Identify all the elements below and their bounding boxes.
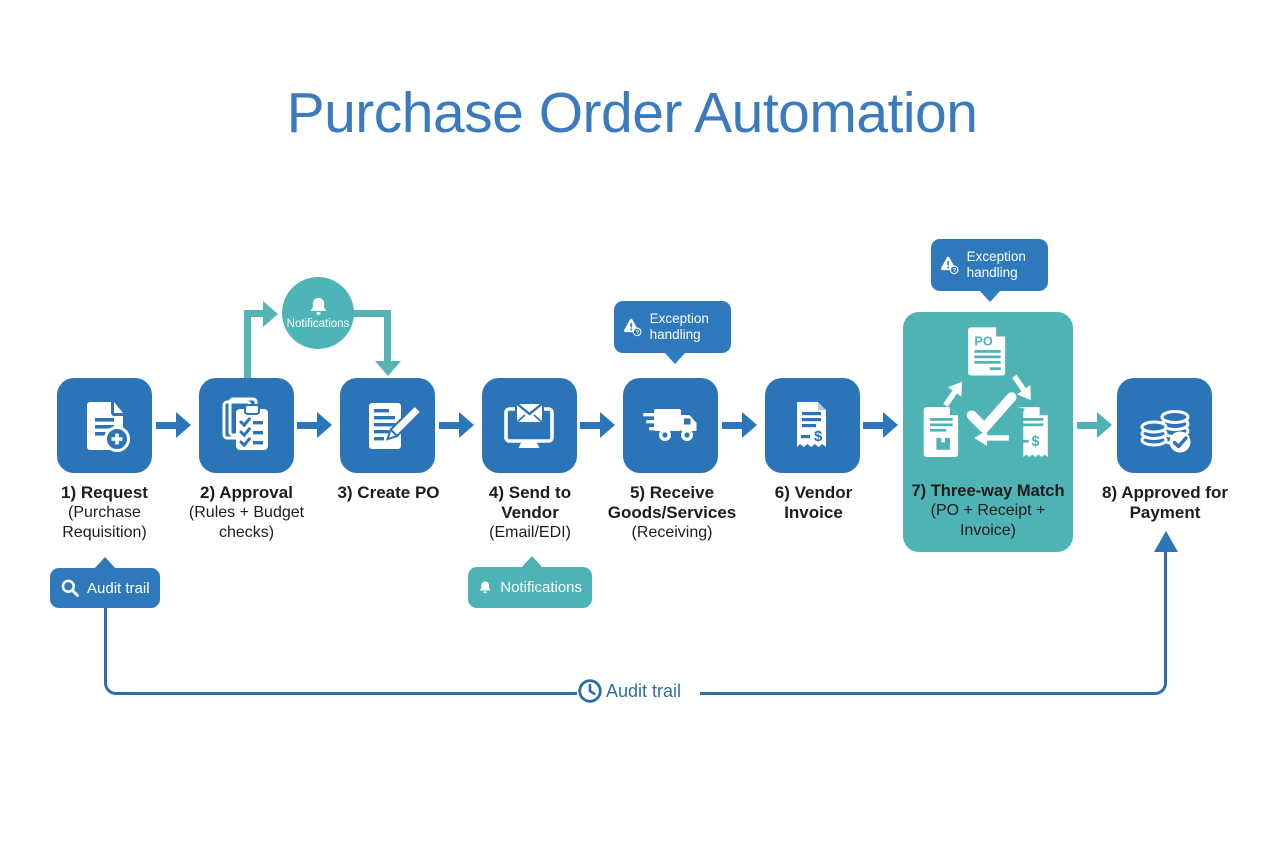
- connector-down-step3: [383, 310, 391, 362]
- notifications-bubble-label: Notifications: [286, 317, 350, 330]
- step-label-request: 1) Request (Purchase Requisition): [61, 483, 148, 541]
- bell-icon: [479, 581, 491, 594]
- magnifier-icon: [61, 579, 79, 597]
- warning-question-icon: ?: [941, 256, 959, 275]
- arrowhead-into-circle: [263, 300, 278, 327]
- audit-trail-line-left: [104, 608, 577, 695]
- document-add-icon: [86, 401, 130, 452]
- step-box-approved-payment: [1117, 378, 1212, 473]
- document-pencil-icon: [368, 402, 420, 449]
- clock-icon: [578, 679, 602, 703]
- po-doc-label: PO: [974, 335, 992, 349]
- question-glyph: ?: [636, 330, 640, 336]
- invoice-icon: $: [797, 401, 826, 447]
- step-box-three-way-match: PO $: [903, 312, 1073, 552]
- connector-from-circle: [352, 310, 390, 317]
- exception-handling-callout-receive: ? Exception handling: [614, 301, 731, 353]
- flow-arrow-3-4: [439, 421, 459, 429]
- flow-arrow-1-2: [156, 421, 176, 429]
- step-box-request: [57, 378, 152, 473]
- bell-icon: [310, 297, 326, 315]
- audit-trail-line-right: [700, 548, 1167, 695]
- notifications-bubble: Notifications: [282, 277, 354, 349]
- three-way-match-icon: PO $: [923, 327, 1048, 457]
- step-label-vendor-invoice: 6) Vendor Invoice: [774, 483, 853, 522]
- warning-question-icon: ?: [624, 318, 642, 337]
- dollar-glyph: $: [814, 428, 823, 445]
- connector-into-circle: [243, 310, 264, 317]
- approval-checklist-icon: [222, 397, 268, 450]
- cycle-arrow-left: [974, 429, 1009, 447]
- step-box-create-po: [340, 378, 435, 473]
- step-label-receive: 5) Receive Goods/Services (Receiving): [607, 483, 737, 541]
- cycle-arrow-down: [1012, 374, 1031, 401]
- connector-step2-up: [243, 310, 251, 378]
- step-label-three-way-match: 7) Three-way Match (PO + Receipt + Invoi…: [911, 482, 1065, 539]
- question-glyph: ?: [953, 268, 957, 274]
- arrowhead-into-step3: [374, 361, 401, 376]
- monitor-email-icon: [504, 401, 554, 448]
- step-label-approval: 2) Approval (Rules + Budget checks): [188, 483, 305, 541]
- notifications-callout: Notifications: [468, 567, 592, 608]
- audit-trail-line-label: Audit trail: [606, 681, 682, 701]
- step-box-approval: [198, 378, 294, 473]
- cycle-arrow-up: [943, 381, 963, 407]
- coins-check-icon: [1140, 409, 1190, 452]
- step-box-send-vendor: [481, 378, 577, 473]
- audit-trail-callout: Audit trail: [50, 568, 160, 608]
- step-box-vendor-invoice: $: [764, 378, 860, 473]
- dollar-glyph: $: [1031, 434, 1039, 450]
- flow-arrow-4-5: [580, 421, 600, 429]
- page-title: Purchase Order Automation: [286, 81, 978, 145]
- flow-arrow-5-6: [722, 421, 742, 429]
- flow-arrow-7-8: [1077, 421, 1097, 429]
- step-label-create-po: 3) Create PO: [337, 483, 440, 502]
- step-label-send-vendor: 4) Send to Vendor (Email/EDI): [488, 483, 572, 541]
- flow-arrow-6-7: [863, 421, 883, 429]
- step-box-receive: [623, 378, 718, 473]
- audit-trail-arrowhead: [1153, 531, 1178, 552]
- flow-arrow-2-3: [297, 421, 317, 429]
- step-label-approved-payment: 8) Approved for Payment: [1102, 483, 1228, 522]
- delivery-truck-icon: [642, 408, 696, 441]
- exception-handling-callout-match: ? Exception handling: [931, 239, 1048, 291]
